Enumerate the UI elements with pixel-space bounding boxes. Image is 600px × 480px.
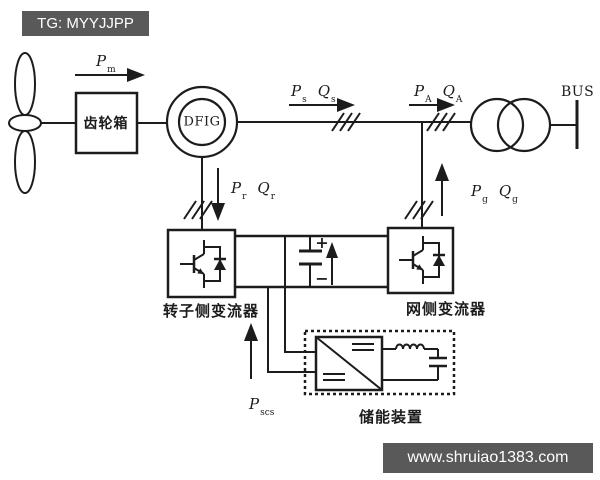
top-left-watermark: TG: MYYJJPP <box>22 11 149 36</box>
rotor-slashes <box>183 200 213 220</box>
storage-dashed-box <box>303 329 456 396</box>
pm-label: Pm <box>96 52 116 75</box>
pa-arrow <box>409 98 455 112</box>
pr-arrow <box>211 168 225 221</box>
gearbox-label: 齿轮箱 <box>83 116 129 132</box>
rotor-converter-label: 转子侧变流器 <box>162 302 260 320</box>
grid-converter-label: 网侧变流器 <box>405 300 487 318</box>
storage-wire-bottom <box>267 287 316 373</box>
ps-qs-label: Ps Qs <box>291 82 336 105</box>
pg-arrow <box>435 163 449 216</box>
dc-link-capacitor-icon <box>299 236 322 287</box>
pm-arrow <box>75 68 145 82</box>
inductor-icon <box>395 343 425 350</box>
transformer-icon <box>469 97 552 153</box>
plus-sign: + <box>315 233 329 252</box>
bottom-right-watermark: www.shruiao1383.com <box>383 443 593 473</box>
bus-label: BUS <box>561 84 595 100</box>
pa-qa-label: PA QA <box>414 82 463 105</box>
rotor-side-converter-box <box>166 228 237 299</box>
pr-qr-label: Pr Qr <box>231 179 276 202</box>
dfig-label: DFIG <box>183 114 221 130</box>
wind-turbine-icon <box>8 52 76 194</box>
grid-slashes <box>404 200 434 220</box>
storage-wire-top <box>284 236 316 353</box>
minus-sign: − <box>315 269 329 288</box>
pg-qg-label: Pg Qg <box>471 182 518 205</box>
pscs-arrow <box>244 323 258 379</box>
dcdc-converter-box <box>314 335 384 392</box>
energy-storage-unit <box>303 329 456 396</box>
grid-side-converter-box <box>386 226 455 295</box>
ps-arrow <box>289 98 355 112</box>
storage-capacitor-icon <box>429 356 447 368</box>
storage-label: 储能装置 <box>358 408 424 426</box>
pscs-label: Pscs <box>249 395 275 418</box>
dc-voltage-arrow <box>326 242 338 285</box>
